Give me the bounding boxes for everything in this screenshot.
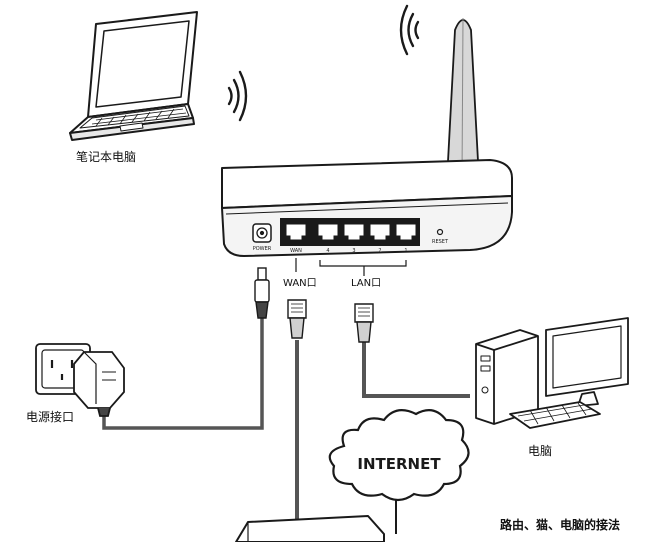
- diagram-caption: 路由、猫、电脑的接法: [500, 518, 621, 532]
- power-port: [252, 223, 272, 243]
- lan-callout-label: LAN口: [351, 278, 382, 289]
- wan-plug-icon: [287, 299, 307, 339]
- power-adapter-icon: [73, 351, 125, 417]
- lan-port-2: [369, 223, 391, 241]
- lan-port-3: [343, 223, 365, 241]
- lan-port-4: [317, 223, 339, 241]
- desktop-computer-icon: [475, 317, 629, 429]
- port-block: [280, 218, 420, 246]
- lan-cable: [362, 342, 470, 398]
- lan3-port-label: 3: [352, 248, 355, 254]
- port-callout-lines: [295, 258, 407, 276]
- laptop-label: 笔记本电脑: [76, 150, 137, 164]
- laptop-wifi-icon: [227, 70, 248, 122]
- power-port-label: POWER: [253, 246, 272, 252]
- power-outlet-label: 电源接口: [26, 410, 75, 424]
- computer-label: 电脑: [528, 444, 553, 458]
- lan1-port-label: 1: [404, 248, 407, 254]
- modem-icon: [235, 515, 385, 542]
- router-wifi-icon: [399, 4, 420, 56]
- wan-callout-label: WAN口: [283, 278, 317, 289]
- wan-port-label: WAN: [290, 248, 302, 254]
- lan4-port-label: 4: [326, 248, 329, 254]
- power-cable: [102, 318, 264, 430]
- wan-port: [285, 223, 307, 241]
- internet-label: INTERNET: [357, 455, 441, 473]
- reset-button: [436, 228, 444, 236]
- lan-plug-icon: [354, 303, 374, 343]
- reset-port-label: RESET: [432, 239, 449, 245]
- lan2-port-label: 2: [378, 248, 381, 254]
- lan-port-1: [395, 223, 417, 241]
- laptop-icon: [69, 11, 198, 141]
- internet-cloud-icon: INTERNET: [328, 409, 470, 502]
- power-plug-icon: [254, 267, 270, 319]
